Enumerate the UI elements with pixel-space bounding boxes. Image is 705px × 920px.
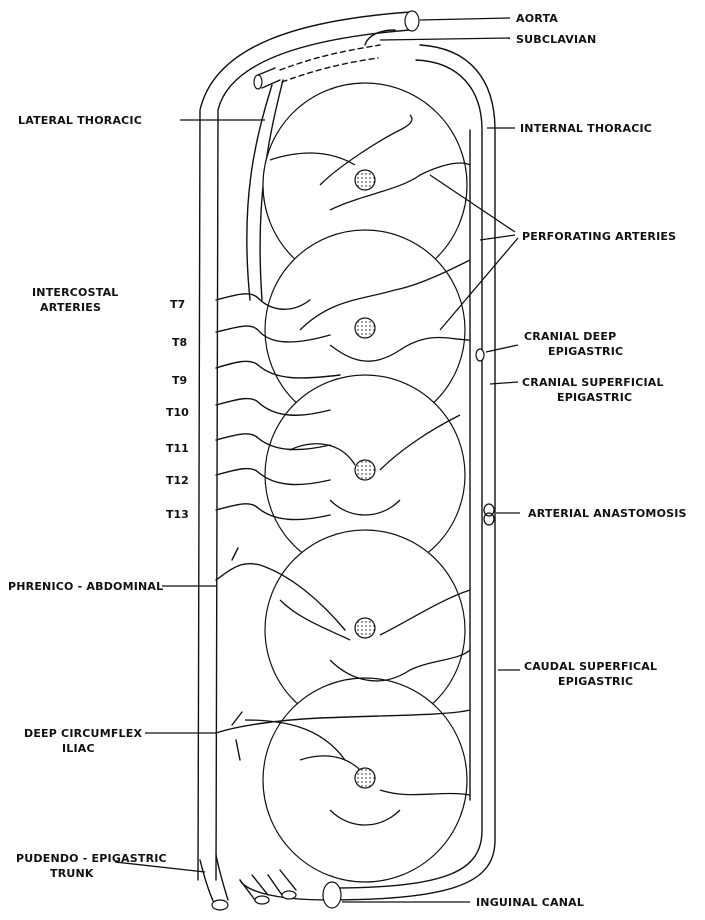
mammary-gland-5 <box>263 678 467 882</box>
label-pudendo-epigastric-line1: PUDENDO - EPIGASTRIC <box>16 852 167 865</box>
vertebra-label: T9 <box>172 374 187 387</box>
label-inguinal-canal: INGUINAL CANAL <box>476 896 584 909</box>
vertebra-label: T13 <box>166 508 189 521</box>
label-arterial-anastomosis: ARTERIAL ANASTOMOSIS <box>528 507 687 520</box>
label-internal-thoracic: INTERNAL THORACIC <box>520 122 652 135</box>
cranial-deep-epigastric-stub <box>476 349 484 361</box>
label-cranial-superficial-line1: CRANIAL SUPERFICIAL <box>522 376 664 389</box>
label-intercostal-line1: INTERCOSTAL <box>32 286 119 299</box>
label-caudal-superficial-line2: EPIGASTRIC <box>558 675 633 688</box>
inguinal-canal-ring <box>323 882 341 908</box>
label-cranial-deep-line1: CRANIAL DEEP <box>524 330 616 343</box>
label-lateral-thoracic: LATERAL THORACIC <box>18 114 142 127</box>
label-subclavian: SUBCLAVIAN <box>516 33 596 46</box>
label-caudal-superficial-line1: CAUDAL SUPERFICAL <box>524 660 657 673</box>
pudendo-epigastric-trunk <box>200 855 296 910</box>
label-perforating-arteries: PERFORATING ARTERIES <box>522 230 676 243</box>
vertebra-label: T10 <box>166 406 189 419</box>
label-pudendo-epigastric-line2: TRUNK <box>50 867 94 880</box>
label-deep-circumflex-line2: ILIAC <box>62 742 95 755</box>
label-cranial-deep-line2: EPIGASTRIC <box>548 345 623 358</box>
vertebra-label: T7 <box>170 298 185 311</box>
vertebra-label: T8 <box>172 336 187 349</box>
label-phrenico-abdominal: PHRENICO - ABDOMINAL <box>8 580 163 593</box>
vertebra-label: T12 <box>166 474 189 487</box>
vertebra-label: T11 <box>166 442 189 455</box>
label-cranial-superficial-line2: EPIGASTRIC <box>557 391 632 404</box>
arterial-anastomosis-coil <box>484 504 494 525</box>
label-deep-circumflex-line1: DEEP CIRCUMFLEX <box>24 727 142 740</box>
label-intercostal-line2: ARTERIES <box>40 301 101 314</box>
label-aorta: AORTA <box>516 12 558 25</box>
